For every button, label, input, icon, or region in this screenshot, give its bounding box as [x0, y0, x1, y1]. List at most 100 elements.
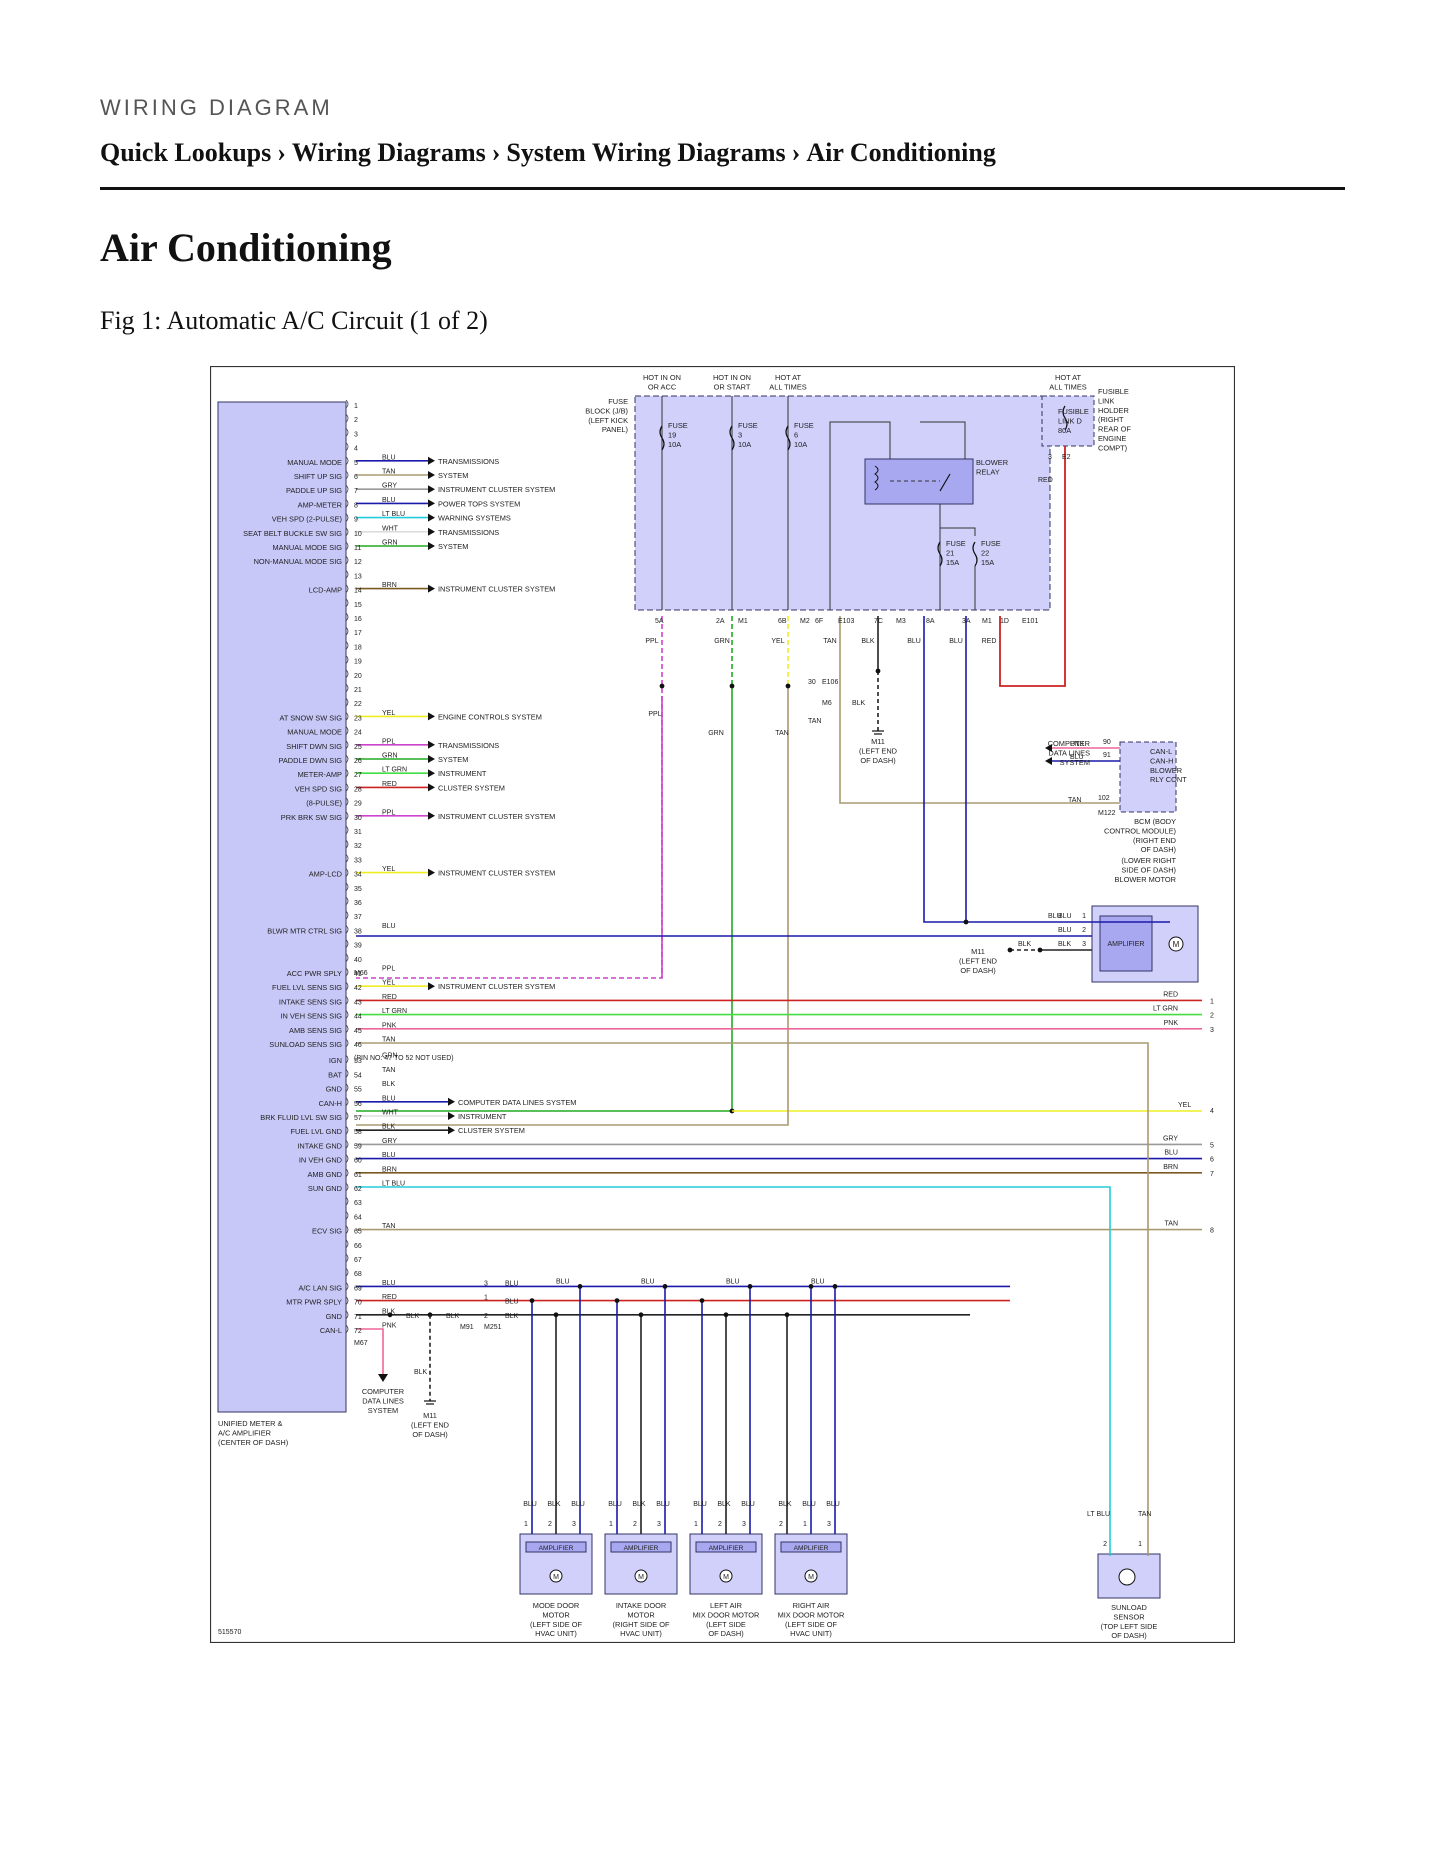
pin-number: 27 [354, 772, 362, 779]
pin-number: 22 [354, 701, 362, 708]
pin-contact [345, 1225, 349, 1234]
pin-number: 2 [484, 1313, 488, 1320]
bcm-system-label: COMPUTER [1048, 739, 1090, 748]
destination-system-label: SYSTEM [368, 1406, 398, 1415]
amplifier-label: AMPLIFIER [709, 1545, 744, 1552]
destination-system-label: CLUSTER SYSTEM [438, 783, 505, 792]
fuse-symbol [659, 425, 665, 451]
right-pin-number: 6 [1210, 1157, 1214, 1164]
wire-color-label: YEL [382, 710, 395, 717]
destination-arrow [428, 755, 435, 763]
pin-number: 3 [827, 1521, 831, 1528]
fuse-terminal-label: E101 [1022, 618, 1038, 625]
wire-color-label: BLK [446, 1313, 460, 1320]
pin-contact [345, 868, 349, 877]
wire-color-label: PPL [648, 711, 661, 718]
pin-number: 32 [354, 843, 362, 850]
pin-number: 31 [354, 829, 362, 836]
pin-contact [345, 1324, 349, 1334]
wire-color-label: PNK [1070, 741, 1085, 748]
wire-color-label: BLK [547, 1501, 561, 1508]
wire-color-label: BLU [726, 1278, 740, 1285]
pin-number: 13 [354, 573, 362, 580]
pin-contact [345, 683, 349, 693]
pin-contact [345, 641, 349, 650]
wire-color-label: WHT [382, 525, 399, 532]
pin-signal-label: FUEL LVL SENS SIG [272, 983, 342, 992]
connector-label: M122 [1098, 810, 1116, 817]
fuse-terminal-label: E103 [838, 618, 854, 625]
pin-signal-label: SHIFT DWN SIG [286, 742, 342, 751]
wire-sunload-sig [356, 1042, 1149, 1556]
amplifier-label: AMPLIFIER [624, 1545, 659, 1552]
pin-number: 12 [354, 559, 362, 566]
wire-color-label: LT GRN [382, 767, 407, 774]
fuse-symbol [937, 541, 943, 567]
destination-arrow [448, 1126, 455, 1135]
pin-contact [345, 839, 349, 849]
pin-contact [345, 612, 349, 622]
wire-red-battery [999, 446, 1066, 687]
pin-signal-label: CAN-H [319, 1099, 342, 1108]
splice-dot [1007, 947, 1013, 953]
terminal-wire-label: BLU [949, 638, 963, 645]
pin-number: 45 [354, 1028, 362, 1035]
breadcrumb-wiring-diagrams[interactable]: Wiring Diagrams [291, 138, 486, 167]
fusible-link-holder-label: ENGINE [1098, 434, 1126, 443]
pin-number: 2 [1082, 927, 1086, 934]
destination-system-label: INSTRUMENT [458, 1112, 507, 1121]
breadcrumb-air-conditioning[interactable]: Air Conditioning [806, 138, 996, 167]
ground-location-label: (LEFT END [411, 1420, 449, 1429]
pin-signal-label: NON-MANUAL MODE SIG [254, 557, 343, 566]
splice-dot [577, 1284, 583, 1289]
blower-motor-name: (LOWER RIGHT [1121, 856, 1176, 865]
wire-color-label: BLK [1018, 941, 1032, 948]
bcm-system-label: DATA LINES [1048, 748, 1090, 757]
pin-number: 54 [354, 1072, 362, 1079]
pin-number: 30 [354, 815, 362, 822]
pin-contact [345, 783, 349, 792]
pin-number: 1 [524, 1521, 528, 1528]
fuse-label: 19 [668, 430, 676, 439]
breadcrumb-system-wiring[interactable]: System Wiring Diagrams [506, 138, 786, 167]
hot-label: HOT IN ON [643, 373, 681, 382]
destination-arrow [428, 456, 435, 465]
pin-number: 41 [354, 971, 362, 978]
pin-number: 20 [354, 673, 362, 680]
figure-caption: Fig 1: Automatic A/C Circuit (1 of 2) [100, 306, 488, 335]
pin-signal-label: PADDLE UP SIG [286, 486, 342, 495]
pin-contact [345, 626, 349, 636]
motor-symbol [719, 1569, 733, 1583]
wire-color-label: BLU [693, 1501, 707, 1508]
splice-dot [723, 1312, 729, 1318]
wire-color-label: BLU [382, 1152, 396, 1159]
pin-number: 11 [354, 545, 361, 552]
destination-system-label: INSTRUMENT CLUSTER SYSTEM [438, 982, 555, 991]
pin-signal-label: MANUAL MODE SIG [272, 543, 342, 552]
relay-coil [874, 465, 879, 491]
terminal-wire-label: TAN [823, 638, 836, 645]
hot-label: HOT AT [775, 373, 801, 382]
pin-signal-label: (8-PULSE) [306, 799, 342, 808]
fusible-link-holder-label: LINK [1098, 396, 1115, 405]
right-pin-number: 3 [1210, 1027, 1214, 1034]
ground-location-label: OF DASH) [960, 966, 995, 975]
fusible-link-label: 80A [1058, 426, 1071, 435]
pin-number: 91 [1103, 752, 1111, 759]
pin-signal-label: INTAKE SENS SIG [279, 997, 342, 1006]
pin-number: 21 [354, 687, 362, 694]
destination-arrow [428, 740, 435, 749]
wire-color-label: BLK [1058, 941, 1072, 948]
destination-arrow [428, 868, 435, 877]
pin-signal-label: PRK BRK SW SIG [281, 813, 342, 822]
wire-color-label: YEL [382, 980, 395, 987]
wire-color-label: BLK [632, 1501, 646, 1508]
splice-dot [808, 1284, 814, 1289]
door-motor-amplifier [610, 1541, 672, 1553]
motor-symbol [634, 1569, 648, 1583]
splice-dot [963, 919, 969, 925]
pin-number: 62 [354, 1186, 362, 1193]
breadcrumb-quick-lookups[interactable]: Quick Lookups [100, 138, 272, 167]
destination-system-label: INSTRUMENT [438, 769, 487, 778]
pin-number: 46 [354, 1042, 362, 1049]
